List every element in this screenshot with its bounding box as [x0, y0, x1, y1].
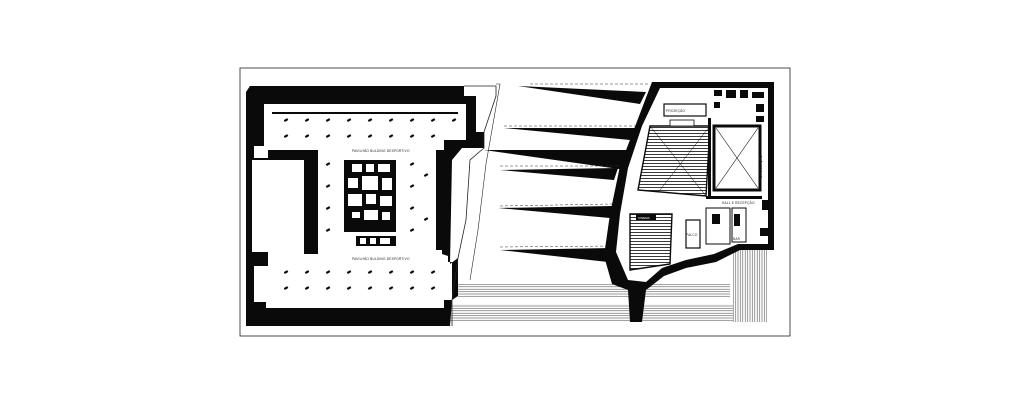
wedge-3: [484, 150, 632, 170]
cinema-block: [484, 82, 774, 322]
column-grid: [283, 118, 457, 291]
wedge-1: [518, 86, 646, 104]
label-projection: PROJEÇÃO: [666, 108, 685, 113]
wedge-4: [500, 168, 618, 180]
label-bar: BAR: [733, 237, 741, 241]
label-cinema: CINEMA: [638, 216, 650, 220]
label-foyer: HALL E RECEPÇÃO: [722, 200, 755, 205]
label-pilotis-bottom: PAVILHÃO BULDING DESPORTIVO: [352, 256, 410, 261]
projection-room: [663, 103, 707, 117]
service-cells: [712, 90, 768, 236]
terrain-hatching: [448, 250, 767, 322]
label-side-corridor: CIRCULAÇÃO: [758, 155, 763, 178]
drawing-frame: [239, 67, 791, 337]
wedge-2: [504, 128, 636, 140]
wedge-5: [498, 206, 612, 218]
entrance-court: [252, 160, 306, 252]
site-connector: [451, 83, 501, 326]
label-stage: PALCO: [686, 233, 698, 237]
label-pilotis-top: PAVILHÃO BULDING DESPORTIVO: [352, 148, 410, 153]
auditorium-upper: [637, 125, 711, 197]
service-core: [344, 160, 396, 246]
wedge-6: [500, 248, 612, 262]
auditorium-lower: [629, 213, 673, 271]
